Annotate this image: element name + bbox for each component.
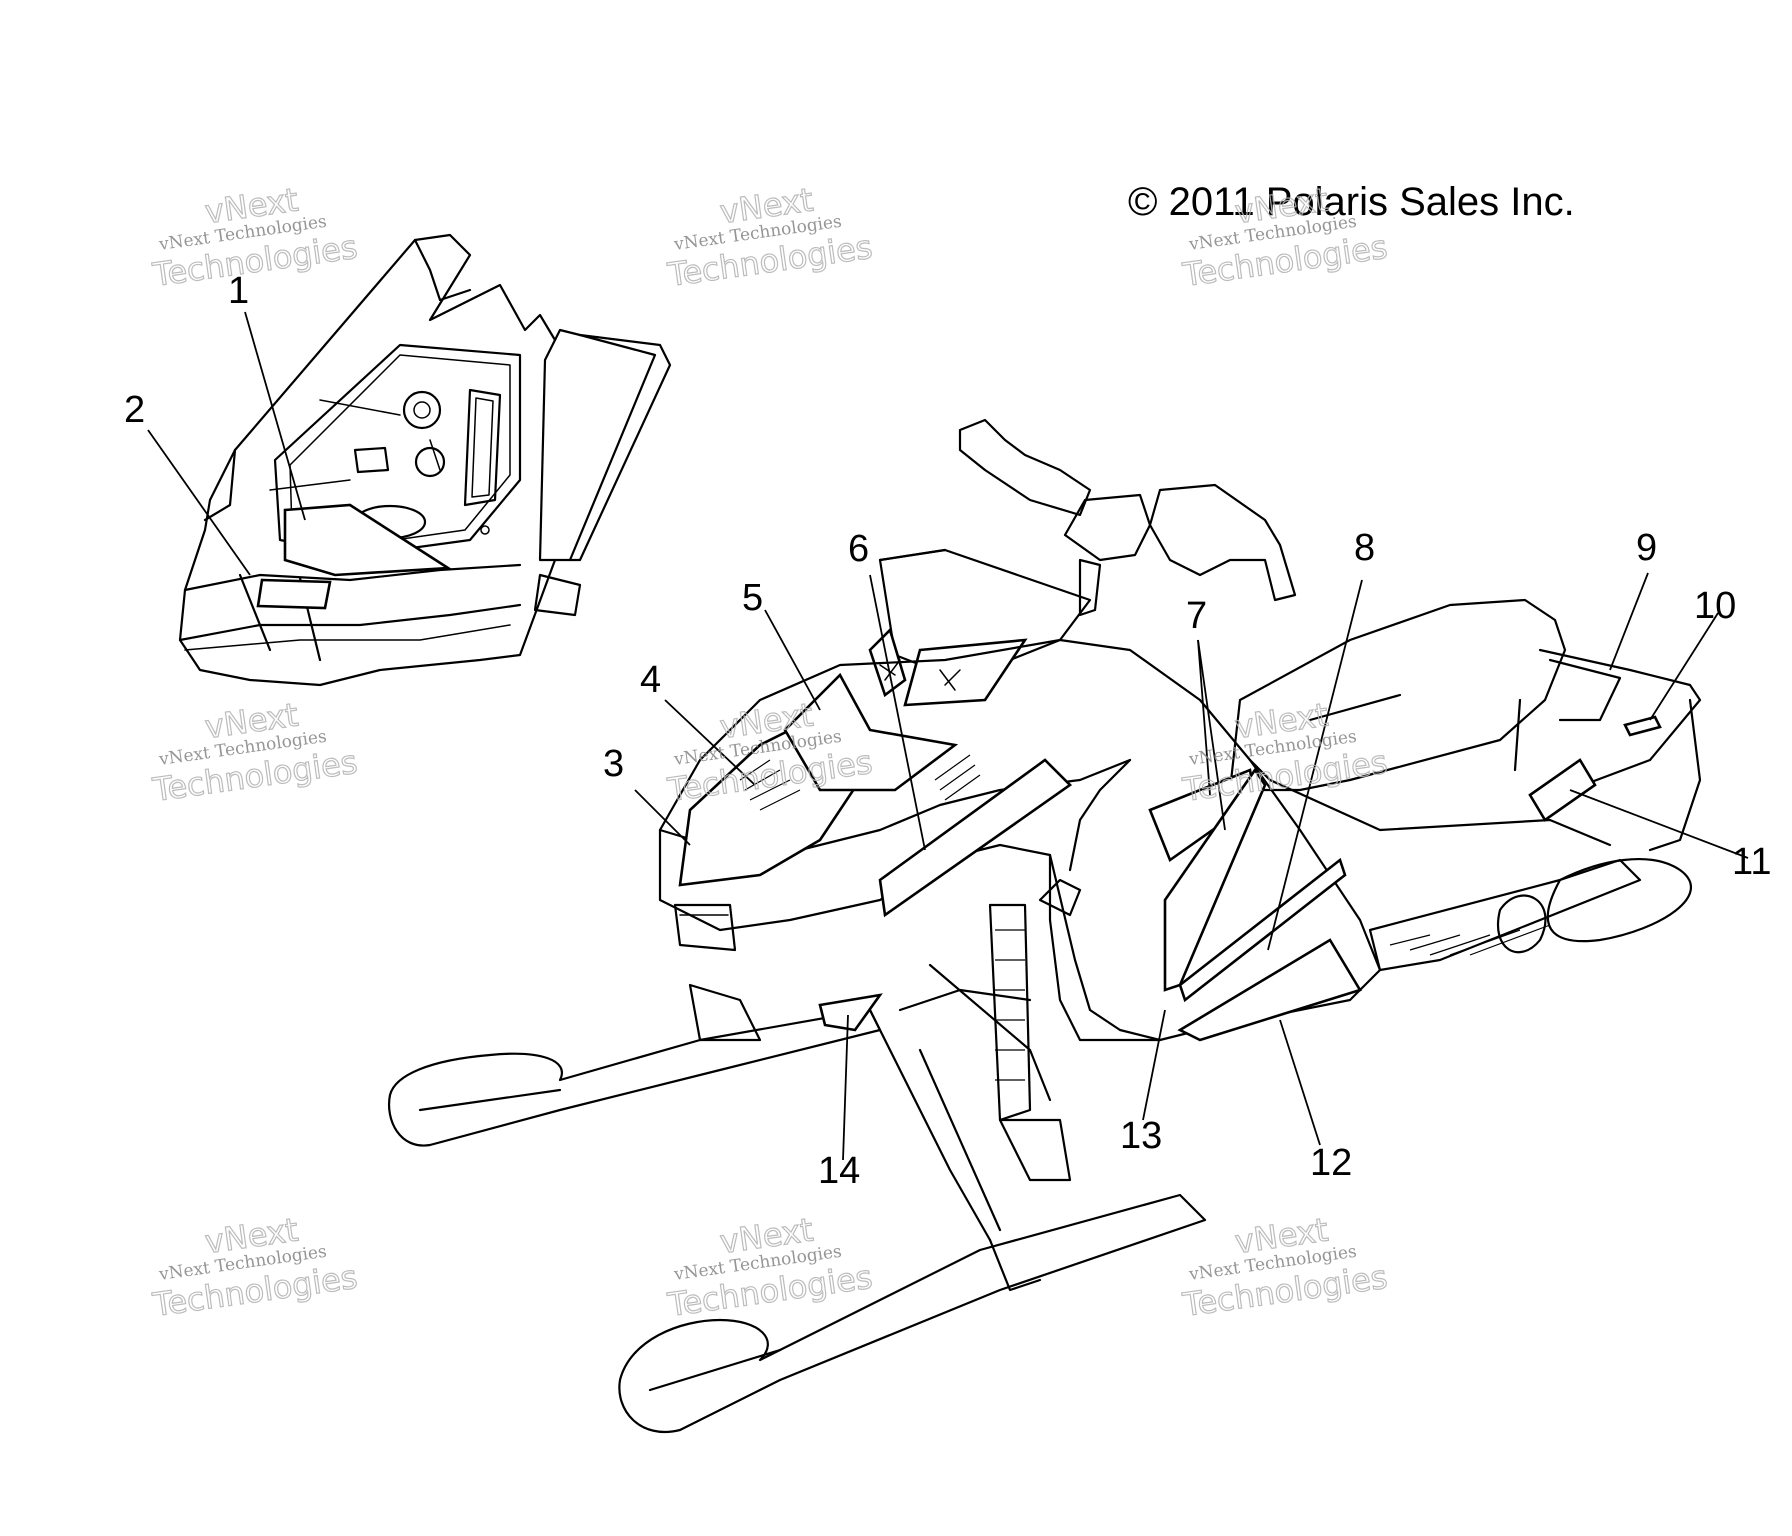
decal-8 bbox=[1163, 767, 1267, 992]
callout-14: 14 bbox=[818, 1150, 860, 1192]
callouts: 1 2 3 4 5 6 7 8 9 10 11 12 13 14 bbox=[124, 270, 1771, 1192]
decal-5 bbox=[783, 672, 959, 792]
snowmobile-outline bbox=[387, 418, 1702, 1433]
callout-1: 1 bbox=[228, 270, 249, 312]
decal-10 bbox=[1623, 715, 1662, 737]
console-inset bbox=[178, 233, 672, 687]
callout-2: 2 bbox=[124, 389, 145, 431]
callout-5: 5 bbox=[742, 577, 763, 619]
watermarks: vNext vNext Technologies Technologies vN… bbox=[149, 180, 1390, 1325]
watermark: vNext vNext Technologies Technologies bbox=[149, 180, 360, 295]
windshield-decal-2 bbox=[903, 638, 1028, 707]
callout-3: 3 bbox=[603, 743, 624, 785]
watermark: vNext vNext Technologies Technologies bbox=[664, 1210, 875, 1325]
callout-6: 6 bbox=[848, 528, 869, 570]
callout-8: 8 bbox=[1354, 527, 1375, 569]
callout-11: 11 bbox=[1732, 841, 1771, 883]
leader-lines bbox=[147, 311, 1749, 1161]
callout-13: 13 bbox=[1120, 1115, 1162, 1157]
decals bbox=[678, 672, 1662, 1042]
copyright-notice: © 2011 Polaris Sales Inc. bbox=[1128, 180, 1575, 224]
callout-7: 7 bbox=[1186, 595, 1207, 637]
callout-4: 4 bbox=[640, 659, 661, 701]
callout-9: 9 bbox=[1636, 527, 1657, 569]
decal-14 bbox=[818, 993, 883, 1032]
decal-11 bbox=[1528, 758, 1597, 822]
decal-2 bbox=[256, 578, 332, 610]
watermark: vNext vNext Technologies Technologies bbox=[664, 180, 875, 295]
decal-6 bbox=[878, 758, 1073, 918]
callout-12: 12 bbox=[1310, 1142, 1352, 1184]
watermark: vNext vNext Technologies Technologies bbox=[1179, 1210, 1390, 1325]
watermark: vNext vNext Technologies Technologies bbox=[149, 1210, 360, 1325]
watermark: vNext vNext Technologies Technologies bbox=[149, 695, 360, 810]
callout-10: 10 bbox=[1694, 585, 1736, 627]
decal-12 bbox=[1177, 938, 1362, 1042]
decal-8b bbox=[1178, 857, 1347, 1003]
decal-1 bbox=[283, 503, 453, 577]
